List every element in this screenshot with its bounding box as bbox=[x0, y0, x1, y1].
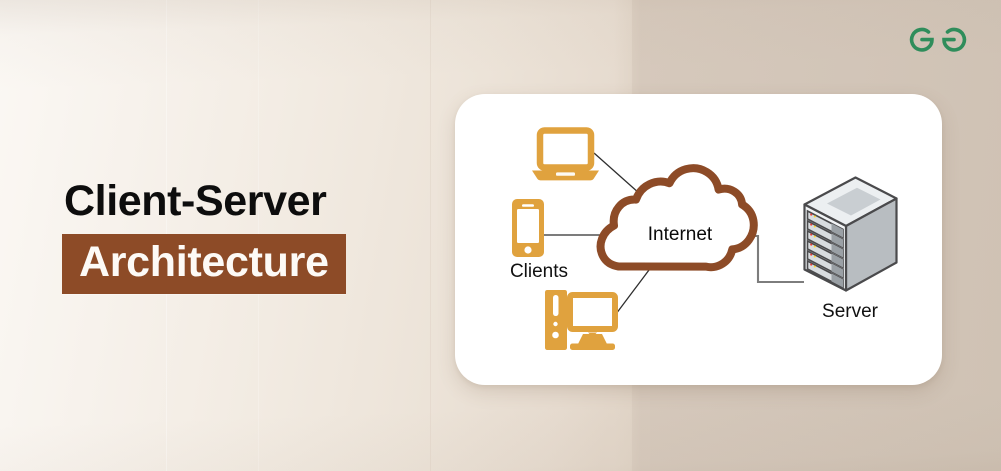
page-title-line-2: Architecture bbox=[79, 238, 329, 286]
desktop-computer-icon bbox=[545, 290, 618, 350]
smartphone-icon bbox=[512, 199, 544, 257]
clients-label: Clients bbox=[510, 261, 568, 282]
internet-label: Internet bbox=[648, 224, 713, 245]
page-title-line-1: Client-Server bbox=[64, 177, 327, 225]
title-highlight-box: Architecture bbox=[62, 234, 346, 294]
server-label: Server bbox=[822, 301, 879, 322]
server-rack-icon bbox=[803, 176, 898, 292]
laptop-icon bbox=[532, 127, 599, 181]
server-drive-bays bbox=[806, 209, 844, 289]
architecture-diagram: Clients Internet bbox=[510, 127, 898, 350]
cloud-icon: Internet bbox=[596, 164, 758, 272]
geeksforgeeks-logo bbox=[907, 22, 969, 56]
diagram-card: Clients Internet bbox=[455, 94, 942, 385]
headline-block: Client-Server Architecture bbox=[62, 180, 432, 294]
background-streak bbox=[430, 0, 431, 471]
